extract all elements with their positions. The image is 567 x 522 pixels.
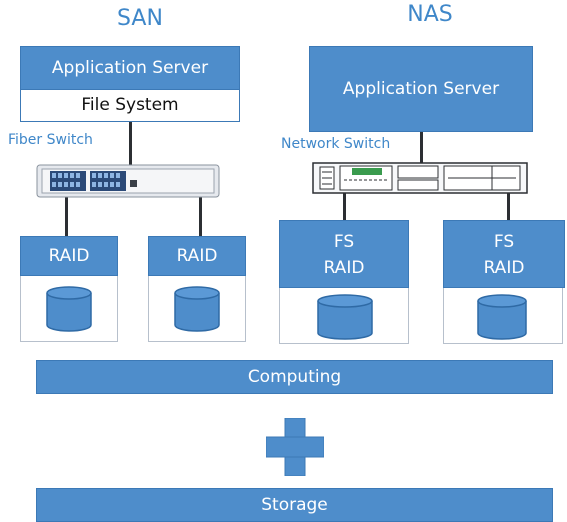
- san-raid-right-header: RAID: [148, 236, 246, 276]
- san-raid-left-label: RAID: [48, 246, 90, 266]
- fiber-switch-icon: [36, 164, 220, 198]
- computing-label: Computing: [247, 367, 342, 387]
- nas-fs-raid-left: FS RAID: [279, 220, 409, 344]
- storage-bar: Storage: [36, 488, 553, 522]
- san-raid-right: RAID: [148, 236, 246, 342]
- san-switch-to-raid-left-wire: [65, 196, 68, 236]
- nas-switch-to-raid-right-wire: [507, 192, 510, 222]
- disk-cylinder-icon: [45, 285, 93, 333]
- san-raid-left-header: RAID: [20, 236, 118, 276]
- nas-fs-raid-left-header: FS RAID: [279, 220, 409, 288]
- nas-title: NAS: [407, 2, 453, 27]
- disk-cylinder-icon: [173, 285, 221, 333]
- san-raid-right-label: RAID: [176, 246, 218, 266]
- network-switch-label: Network Switch: [281, 136, 391, 152]
- plus-icon: [265, 417, 325, 477]
- nas-application-server-label: Application Server: [342, 79, 500, 99]
- nas-server-to-switch-wire: [420, 132, 423, 164]
- san-application-server-label: Application Server: [51, 58, 209, 78]
- nas-fs-raid-left-fs-label: FS: [333, 232, 355, 252]
- network-switch-icon: [312, 162, 528, 194]
- nas-fs-raid-right-raid-label: RAID: [483, 258, 525, 278]
- san-server-to-switch-wire: [129, 122, 132, 166]
- san-file-system: File System: [20, 89, 240, 122]
- nas-fs-raid-left-raid-label: RAID: [323, 258, 365, 278]
- nas-fs-raid-right-header: FS RAID: [443, 220, 565, 288]
- nas-fs-raid-right: FS RAID: [443, 220, 565, 344]
- nas-application-server: Application Server: [309, 46, 533, 132]
- san-file-system-label: File System: [81, 95, 179, 115]
- computing-bar: Computing: [36, 360, 553, 394]
- san-title: SAN: [117, 6, 163, 31]
- nas-switch-to-raid-left-wire: [343, 192, 346, 222]
- san-application-server: Application Server: [20, 46, 240, 90]
- disk-cylinder-icon: [476, 293, 528, 341]
- storage-label: Storage: [261, 495, 328, 515]
- disk-cylinder-icon: [316, 293, 374, 341]
- san-switch-to-raid-right-wire: [199, 196, 202, 236]
- san-raid-left: RAID: [20, 236, 118, 342]
- fiber-switch-label: Fiber Switch: [8, 132, 93, 148]
- nas-fs-raid-right-fs-label: FS: [493, 232, 515, 252]
